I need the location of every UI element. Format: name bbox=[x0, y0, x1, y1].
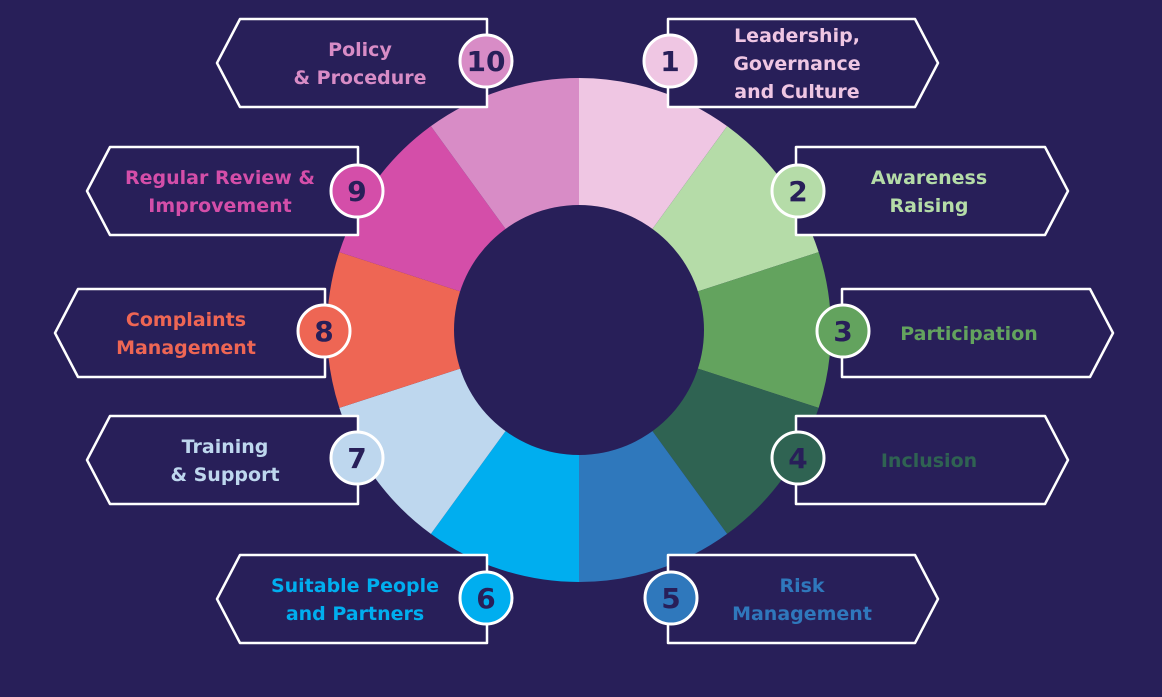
callout-box bbox=[53, 287, 327, 379]
wheel-center bbox=[454, 205, 704, 455]
number-badge-text: 6 bbox=[476, 582, 495, 615]
callout-label-line: & Support bbox=[170, 464, 279, 486]
callout-label-line: Leadership, bbox=[734, 25, 860, 47]
callout-label-line: Training bbox=[182, 436, 269, 458]
callout-label-line: Improvement bbox=[148, 195, 291, 217]
callout-label: Regular Review & Improvement bbox=[125, 167, 315, 217]
number-badge-text: 7 bbox=[347, 442, 366, 475]
callout-label: Suitable People and Partners bbox=[271, 575, 439, 625]
callout-box bbox=[794, 145, 1070, 237]
callout-box bbox=[85, 414, 360, 506]
number-badge-text: 9 bbox=[347, 175, 366, 208]
wheel-segment-1 bbox=[579, 78, 728, 231]
callout-label: Policy & Procedure bbox=[293, 39, 426, 89]
callout-label-line: Policy bbox=[328, 39, 392, 61]
callout-6: Suitable People and Partners 6 bbox=[215, 553, 514, 645]
wheel-segment-2 bbox=[651, 126, 819, 292]
number-badge bbox=[329, 163, 385, 219]
number-badge bbox=[643, 570, 699, 626]
callout-label-line: Management bbox=[116, 337, 256, 359]
callout-box bbox=[840, 287, 1115, 379]
callout-label-line: Suitable People bbox=[271, 575, 439, 597]
callout-box bbox=[85, 145, 360, 237]
callout-label-line: Awareness bbox=[871, 167, 987, 189]
number-badge-text: 10 bbox=[467, 45, 506, 78]
callout-label-line: Raising bbox=[890, 195, 969, 217]
wheel-segment-8 bbox=[327, 252, 463, 408]
number-badge-text: 4 bbox=[788, 442, 807, 475]
wheel-segment-5 bbox=[579, 429, 728, 582]
number-badge bbox=[458, 33, 514, 89]
wheel-segment-4 bbox=[651, 368, 819, 534]
callout-label-line: Governance bbox=[733, 53, 860, 75]
number-badge bbox=[296, 303, 352, 359]
number-badge-text: 5 bbox=[661, 582, 680, 615]
callout-label-line: and Culture bbox=[734, 81, 859, 103]
callout-label-line: and Partners bbox=[286, 603, 424, 625]
callout-labels: Leadership, Governance and Culture 1Awarene… bbox=[53, 17, 1115, 645]
callout-box bbox=[794, 414, 1070, 506]
callout-label: Leadership, Governance and Culture bbox=[733, 25, 860, 103]
number-badge-text: 2 bbox=[788, 175, 807, 208]
number-badge bbox=[770, 163, 826, 219]
number-badge bbox=[329, 430, 385, 486]
wheel-segment-9 bbox=[339, 126, 507, 292]
wheel-segment-10 bbox=[430, 78, 579, 231]
callout-label: Training & Support bbox=[170, 436, 279, 486]
callout-label: Participation bbox=[900, 323, 1038, 345]
segment-wheel bbox=[327, 78, 832, 582]
callout-label-line: Participation bbox=[900, 323, 1038, 345]
number-badge bbox=[770, 430, 826, 486]
number-badge-text: 8 bbox=[314, 315, 333, 348]
callout-box bbox=[666, 553, 940, 645]
callout-label-line: Inclusion bbox=[881, 450, 977, 472]
callout-label-line: Management bbox=[732, 603, 872, 625]
callout-10: Policy & Procedure 10 bbox=[215, 17, 514, 109]
callout-1: Leadership, Governance and Culture 1 bbox=[642, 17, 940, 109]
callout-9: Regular Review & Improvement 9 bbox=[85, 145, 385, 237]
callout-label-line: Complaints bbox=[126, 309, 246, 331]
callout-label-line: & Procedure bbox=[293, 67, 426, 89]
wheel-segment-3 bbox=[695, 252, 832, 408]
number-badge-text: 1 bbox=[660, 45, 679, 78]
callout-label: Inclusion bbox=[881, 450, 977, 472]
callout-3: Participation 3 bbox=[815, 287, 1115, 379]
wheel-segment-6 bbox=[430, 429, 579, 582]
callout-box bbox=[215, 553, 489, 645]
callout-4: Inclusion 4 bbox=[770, 414, 1070, 506]
callout-box bbox=[215, 17, 489, 109]
number-badge-text: 3 bbox=[833, 315, 852, 348]
wheel-segment-7 bbox=[339, 368, 507, 534]
number-badge bbox=[815, 303, 871, 359]
callout-label-line: Risk bbox=[779, 575, 824, 597]
number-badge bbox=[458, 570, 514, 626]
callout-box bbox=[666, 17, 940, 109]
callout-7: Training & Support 7 bbox=[85, 414, 385, 506]
number-badge bbox=[642, 33, 698, 89]
callout-label-line: Regular Review & bbox=[125, 167, 315, 189]
